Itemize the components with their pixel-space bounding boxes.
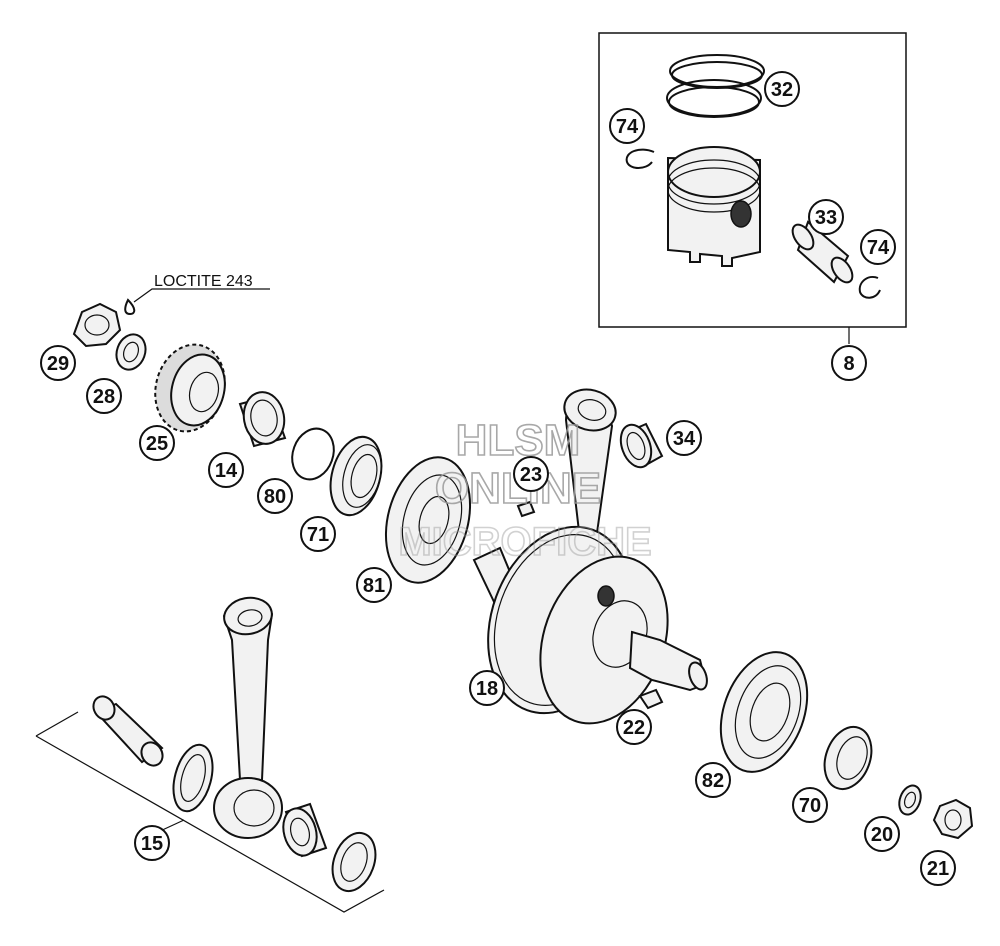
woodruff-key-bottom (638, 688, 664, 710)
callout-81[interactable]: 81 (356, 567, 392, 603)
loctite-note: LOCTITE 243 (154, 273, 253, 290)
callout-22[interactable]: 22 (616, 709, 652, 745)
loctite-leader-line (133, 288, 270, 303)
svg-text:20: 20 (871, 824, 893, 846)
callout-71[interactable]: 71 (300, 516, 336, 552)
piston-kit-group (598, 32, 907, 344)
callout-25[interactable]: 25 (139, 425, 175, 461)
callout-20[interactable]: 20 (864, 816, 900, 852)
circlip-right (858, 276, 881, 299)
nut-part (72, 302, 122, 348)
needle-bearing-top-part (619, 422, 664, 469)
piston-rings (666, 54, 765, 118)
svg-text:82: 82 (702, 770, 724, 792)
piston (667, 146, 761, 267)
svg-text:22: 22 (623, 717, 645, 739)
crankshaft-assembly (472, 388, 708, 725)
svg-text:29: 29 (47, 353, 69, 375)
con-rod-kit-group (35, 596, 385, 913)
bushing-part (238, 391, 287, 448)
loctite-drop-icon (124, 298, 136, 316)
svg-text:15: 15 (141, 833, 163, 855)
o-ring-part (291, 427, 335, 481)
callout-82[interactable]: 82 (695, 762, 731, 798)
svg-text:23: 23 (520, 464, 542, 486)
callout-80[interactable]: 80 (257, 478, 293, 514)
callout-28[interactable]: 28 (86, 378, 122, 414)
svg-text:34: 34 (673, 428, 696, 450)
washer-right-part (898, 784, 922, 816)
svg-text:80: 80 (264, 486, 286, 508)
main-bearing-left-part (384, 456, 472, 584)
shaft-seal-part (329, 435, 383, 517)
callout-18[interactable]: 18 (469, 670, 505, 706)
piston-kit-frame (598, 32, 907, 328)
lock-washer-part (115, 333, 147, 371)
callout-23[interactable]: 23 (513, 456, 549, 492)
watermark-line-1: HLSM (456, 416, 581, 465)
shaft-seal-right-part (823, 726, 873, 790)
woodruff-key-top (516, 500, 536, 518)
callout-15[interactable]: 15 (134, 825, 170, 861)
callout-70[interactable]: 70 (792, 787, 828, 823)
svg-text:21: 21 (927, 858, 949, 880)
svg-text:18: 18 (476, 678, 498, 700)
right-shaft-parts (719, 651, 974, 840)
left-shaft-parts (72, 298, 472, 584)
nut-right-part (932, 798, 974, 840)
callout-33[interactable]: 33 (808, 199, 844, 235)
callout-14[interactable]: 14 (208, 452, 244, 488)
svg-text:14: 14 (215, 460, 238, 482)
svg-text:70: 70 (799, 795, 821, 817)
callout-74-left[interactable]: 74 (609, 108, 645, 144)
callout-34[interactable]: 34 (666, 420, 702, 456)
svg-text:81: 81 (363, 575, 385, 597)
watermark-line-3: MICROFICHE (398, 520, 651, 564)
callout-29[interactable]: 29 (40, 345, 76, 381)
svg-text:74: 74 (616, 116, 639, 138)
svg-text:32: 32 (771, 79, 793, 101)
main-bearing-right-part (719, 651, 809, 773)
callout-32[interactable]: 32 (764, 71, 800, 107)
svg-text:71: 71 (307, 524, 329, 546)
svg-text:33: 33 (815, 207, 837, 229)
svg-text:74: 74 (867, 237, 890, 259)
svg-text:8: 8 (843, 353, 854, 375)
primary-gear-part (154, 343, 226, 433)
callout-21[interactable]: 21 (920, 850, 956, 886)
callout-8[interactable]: 8 (831, 345, 867, 381)
wrist-pin (791, 220, 854, 284)
circlip-left (625, 148, 655, 169)
svg-text:25: 25 (146, 433, 168, 455)
callout-74-right[interactable]: 74 (860, 229, 896, 265)
svg-text:28: 28 (93, 386, 115, 408)
